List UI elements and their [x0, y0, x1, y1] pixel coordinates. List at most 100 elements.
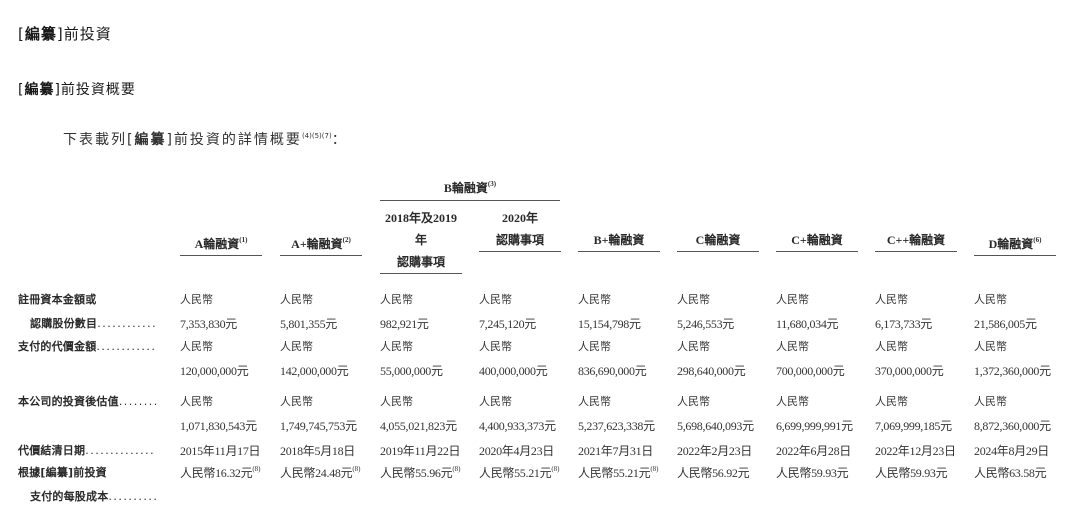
table-cell: 人民幣	[380, 393, 413, 409]
leader-dots: ........	[118, 395, 159, 408]
table-cell-amount: 1,372,360,000元	[974, 364, 1051, 378]
table-cell-amount: 6,173,733元	[875, 317, 933, 331]
cell-value: 人民幣55.96元	[380, 466, 453, 480]
column-header-line2: A輪融資(1)	[180, 229, 262, 256]
cell-value: 人民幣	[578, 395, 611, 408]
row-label-text: ]前投資	[68, 466, 107, 479]
table-cell: 2022年12月23日	[875, 442, 956, 459]
table-cell: 人民幣16.32元(8)	[180, 464, 260, 481]
table-cell-amount: 5,801,355元	[280, 317, 338, 331]
table-cell-amount: 400,000,000元	[479, 364, 548, 378]
table-cell-amount: 6,699,999,991元	[776, 419, 853, 433]
cell-value: 人民幣56.92元	[677, 466, 750, 480]
table-cell-amount: 1,071,830,543元	[180, 419, 257, 433]
row-label-text: 認購股份數目	[30, 317, 98, 330]
table-cell-amount: 5,246,553元	[677, 317, 735, 331]
table-cell-amount: 15,154,798元	[578, 317, 641, 331]
column-header-line2: C輪融資	[677, 229, 759, 252]
cell-value: 人民幣	[180, 395, 213, 408]
cell-value: 人民幣	[578, 293, 611, 306]
cell-value: 人民幣	[974, 340, 1007, 353]
row-label: 支付的代價金額............	[18, 338, 156, 354]
table-cell: 人民幣	[875, 338, 908, 354]
footnote-ref: (8)	[551, 465, 560, 473]
table-cell: 2021年7月31日	[578, 442, 653, 459]
cell-value: 人民幣	[776, 340, 809, 353]
table-cell-amount: 5,698,640,093元	[677, 419, 754, 433]
cell-value: 2022年6月28日	[776, 444, 852, 458]
cell-value: 人民幣	[180, 340, 213, 353]
footnote-ref: (1)	[239, 236, 248, 244]
cell-value: 人民幣	[280, 340, 313, 353]
cell-value: 人民幣	[180, 293, 213, 306]
column-header-line2: 認購事項	[380, 251, 462, 274]
redacted-marker: 編纂	[134, 132, 167, 148]
row-label-text: 根據[	[18, 466, 46, 479]
subsection-title: [編纂]前投資概要	[18, 82, 136, 98]
cell-value: 人民幣	[776, 395, 809, 408]
cell-value: 2024年8月29日	[974, 444, 1050, 458]
table-cell: 人民幣59.93元	[776, 464, 849, 481]
table-cell: 人民幣	[280, 338, 313, 354]
cell-value: 人民幣	[479, 395, 512, 408]
row-label-text: 代價結清日期	[18, 444, 86, 457]
column-header: 2018年及2019年認購事項	[380, 207, 462, 274]
column-header: B+輪融資	[578, 229, 660, 252]
column-header: D輪融資(6)	[974, 229, 1056, 256]
column-header-line1: 2020年	[501, 211, 538, 225]
row-label-text: 本公司的投資後估值	[18, 395, 119, 408]
table-cell: 人民幣	[677, 291, 710, 307]
table-cell: 2020年4月23日	[479, 442, 554, 459]
table-cell: 人民幣55.96元(8)	[380, 464, 460, 481]
section-title: [編纂]前投資	[18, 25, 112, 43]
table-cell: 人民幣	[180, 338, 213, 354]
leader-dots: ..........	[108, 490, 159, 503]
cell-value: 人民幣	[776, 293, 809, 306]
cell-value: 人民幣	[677, 395, 710, 408]
intro-paragraph: 下表載列[編纂]前投資的詳情概要(4)(5)(7)：	[63, 132, 348, 148]
cell-value: 人民幣	[875, 293, 908, 306]
cell-value: 人民幣	[974, 395, 1007, 408]
cell-value: 人民幣	[677, 340, 710, 353]
row-label: 註冊資本金額或	[18, 291, 96, 307]
table-cell-amount: 298,640,000元	[677, 364, 746, 378]
table-cell: 人民幣	[578, 393, 611, 409]
cell-value: 人民幣	[280, 395, 313, 408]
row-label: 代價結清日期..............	[18, 442, 155, 458]
table-cell: 人民幣59.93元	[875, 464, 948, 481]
cell-value: 2015年11月17日	[180, 444, 261, 458]
table-cell-amount: 370,000,000元	[875, 364, 944, 378]
column-header-line2: C+輪融資	[776, 229, 858, 252]
cell-value: 人民幣	[974, 293, 1007, 306]
footnote-ref: (8)	[650, 465, 659, 473]
cell-value: 人民幣55.21元	[479, 466, 552, 480]
column-header: C+輪融資	[776, 229, 858, 252]
table-cell-amount: 55,000,000元	[380, 364, 443, 378]
table-cell-amount: 7,353,830元	[180, 317, 238, 331]
table-cell: 人民幣56.92元	[677, 464, 750, 481]
table-cell: 2018年5月18日	[280, 442, 355, 459]
footnote-ref: (8)	[352, 465, 361, 473]
table-cell: 人民幣	[677, 338, 710, 354]
table-cell-amount: 11,680,034元	[776, 317, 839, 331]
table-cell: 人民幣	[578, 338, 611, 354]
table-cell-amount: 21,586,005元	[974, 317, 1037, 331]
row-label-continued: 認購股份數目............	[30, 315, 157, 331]
footnote-ref: (6)	[1033, 236, 1042, 244]
cell-value: 人民幣55.21元	[578, 466, 651, 480]
table-cell: 2015年11月17日	[180, 442, 261, 459]
column-header: C++輪融資	[875, 229, 957, 252]
table-cell: 人民幣	[380, 291, 413, 307]
cell-value: 人民幣	[380, 395, 413, 408]
group-header-rule	[380, 200, 560, 201]
table-cell-amount: 700,000,000元	[776, 364, 845, 378]
table-cell: 人民幣	[974, 393, 1007, 409]
cell-value: 人民幣	[280, 293, 313, 306]
table-cell: 人民幣	[875, 291, 908, 307]
table-cell: 人民幣	[875, 393, 908, 409]
table-cell: 人民幣	[479, 393, 512, 409]
cell-value: 2022年12月23日	[875, 444, 956, 458]
table-cell: 2019年11月22日	[380, 442, 461, 459]
table-cell: 人民幣	[180, 393, 213, 409]
cell-value: 人民幣	[380, 293, 413, 306]
